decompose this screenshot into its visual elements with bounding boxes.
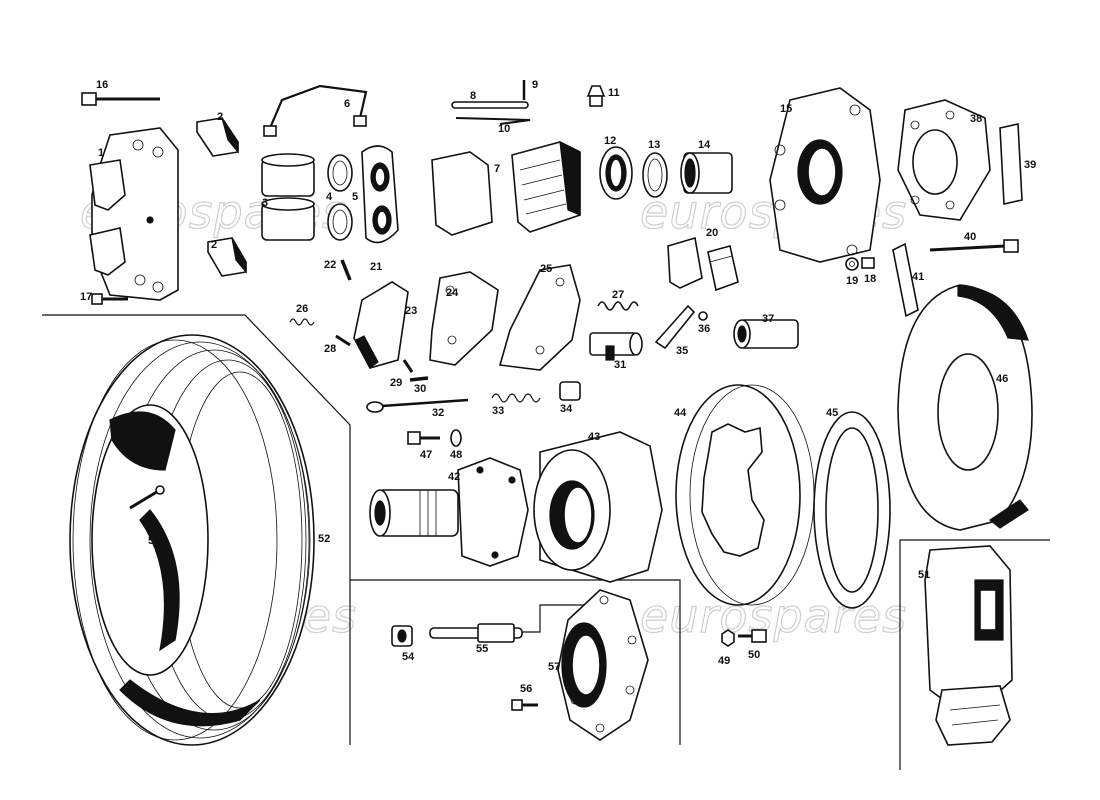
label-40: 40 [964,231,976,243]
caliper-blocks [196,117,247,277]
label-30: 30 [414,383,426,395]
label-1: 1 [98,147,104,159]
label-41: 41 [912,271,924,283]
pistons [261,153,315,241]
label-24: 24 [446,287,459,299]
label-13: 13 [648,139,660,151]
brake-drum [533,431,663,583]
adjuster [589,332,643,361]
label-49: 49 [718,655,730,667]
label-11: 11 [608,87,620,99]
label-53: 53 [148,535,160,547]
label-2a: 2 [217,111,223,123]
label-14: 14 [698,139,711,151]
caliper-body [769,87,881,263]
dust-shield [897,284,1033,531]
label-31: 31 [614,359,626,371]
frame-lines [42,314,1050,770]
screws-49-50 [721,629,767,647]
label-38: 38 [970,113,982,125]
label-9: 9 [532,79,538,91]
sleeve [733,319,799,349]
screws-47-48 [407,429,462,447]
small-pins [340,259,352,281]
label-3: 3 [262,197,268,209]
label-18: 18 [864,273,876,285]
bracket-24 [429,271,499,366]
rod-spring-nut [366,381,581,413]
label-39: 39 [1024,159,1036,171]
brake-pipe [263,84,368,137]
bolts [81,92,1019,305]
retaining-pins [335,334,429,382]
label-5: 5 [352,191,358,203]
shim-plates [892,123,1023,318]
label-8: 8 [470,90,476,102]
disc-ring [813,411,891,609]
label-34: 34 [560,403,573,415]
caliper-mount [897,99,991,221]
label-33: 33 [492,405,504,417]
label-22: 22 [324,259,336,271]
bleed-nipple [586,85,606,107]
label-27: 27 [612,289,624,301]
inset-caliper [924,545,1013,746]
vented-disc [675,384,815,606]
piston-seals [327,154,353,241]
tyre [69,334,315,746]
label-2b: 2 [211,239,217,251]
nuts [845,257,875,271]
label-56: 56 [520,683,532,695]
springs [289,301,639,326]
label-12: 12 [604,135,616,147]
label-42: 42 [448,471,460,483]
label-32: 32 [432,407,444,419]
outer-piston-set [599,146,733,200]
label-10: 10 [498,123,510,135]
label-52: 52 [318,533,330,545]
label-15: 15 [780,103,792,115]
label-37: 37 [762,313,774,325]
label-46: 46 [996,373,1008,385]
label-43: 43 [588,431,600,443]
label-35: 35 [676,345,688,357]
label-25: 25 [540,263,552,275]
label-54: 54 [402,651,415,663]
label-55: 55 [476,643,488,655]
brake-pad [431,140,581,236]
label-26: 26 [296,303,308,315]
label-21: 21 [370,261,382,273]
clips [654,304,708,350]
label-29: 29 [390,377,402,389]
label-6: 6 [344,98,350,110]
tyre-valve [129,485,165,510]
label-7: 7 [494,163,500,175]
bracket-25 [498,264,581,371]
label-16: 16 [96,79,108,91]
label-23: 23 [405,305,417,317]
label-57: 57 [548,661,560,673]
caliper-half [89,127,179,301]
label-20: 20 [706,227,718,239]
hub-set [391,589,649,741]
label-44: 44 [674,407,687,419]
small-pads [667,236,739,292]
hub-stub [369,457,529,567]
label-36: 36 [698,323,710,335]
label-17: 17 [80,291,92,303]
dust-boot-plate [361,145,399,244]
label-19: 19 [846,275,858,287]
pad-plate [353,281,409,369]
label-48: 48 [450,449,462,461]
label-47: 47 [420,449,432,461]
callout-labels: 1 2 2 3 4 5 6 7 8 9 10 11 12 13 14 15 16… [80,79,1036,695]
label-28: 28 [324,343,336,355]
label-50: 50 [748,649,760,661]
label-4: 4 [326,191,333,203]
label-51: 51 [918,569,930,581]
pins [451,80,531,125]
label-45: 45 [826,407,838,419]
